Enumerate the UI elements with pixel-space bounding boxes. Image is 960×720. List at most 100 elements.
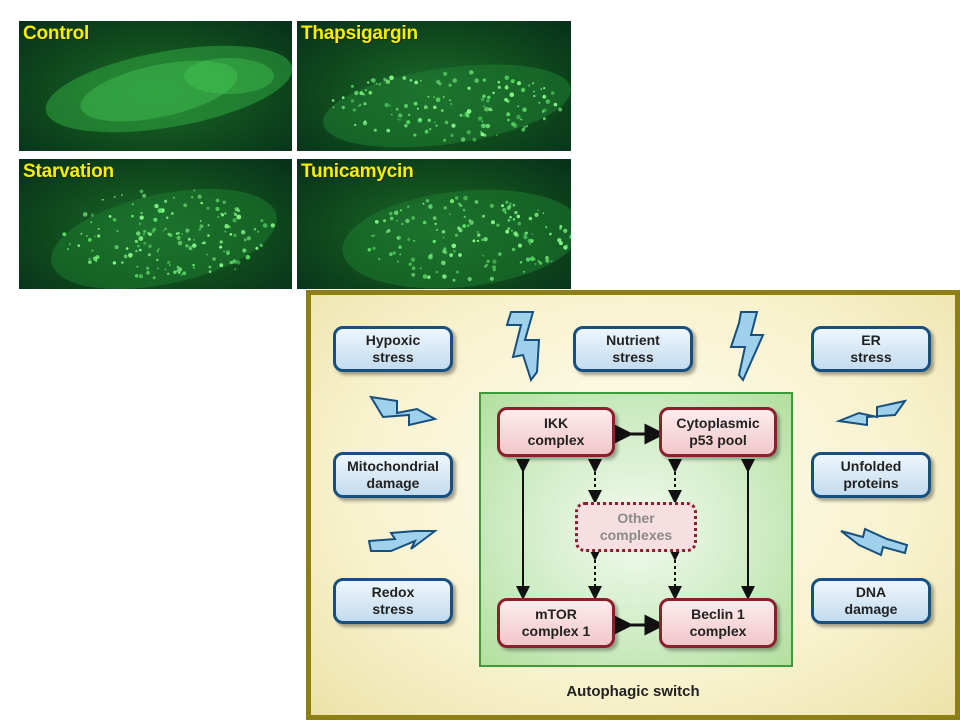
fluorescent-puncta xyxy=(477,116,483,121)
fluorescent-puncta xyxy=(108,215,112,218)
fluorescent-puncta xyxy=(469,70,474,75)
fluorescent-puncta xyxy=(491,109,493,111)
fluorescent-puncta xyxy=(177,271,181,274)
fluorescent-puncta xyxy=(243,238,247,242)
fluorescent-puncta xyxy=(371,234,374,237)
fluorescent-puncta xyxy=(62,232,67,237)
fluorescent-puncta xyxy=(491,220,495,225)
fluorescent-puncta xyxy=(341,105,345,110)
fluorescent-puncta xyxy=(413,239,416,242)
fluorescent-puncta xyxy=(136,265,139,268)
fluorescent-puncta xyxy=(181,233,183,235)
fluorescent-puncta xyxy=(192,263,195,267)
fluorescent-puncta xyxy=(156,258,159,262)
fluorescent-puncta xyxy=(131,203,134,206)
lightning-bolt-icon xyxy=(840,527,909,557)
fluorescent-puncta xyxy=(416,107,419,110)
panel-label-starvation: Starvation xyxy=(23,161,114,182)
fluorescent-puncta xyxy=(463,215,466,218)
fluorescent-puncta xyxy=(565,244,568,247)
fluorescent-puncta xyxy=(483,105,485,108)
fluorescent-puncta xyxy=(425,199,430,203)
fluorescent-puncta xyxy=(514,210,518,215)
fluorescent-puncta xyxy=(373,234,376,237)
fluorescent-puncta xyxy=(177,240,183,246)
fluorescent-puncta xyxy=(378,258,381,261)
fluorescent-puncta xyxy=(441,260,446,266)
fluorescent-puncta xyxy=(411,273,416,277)
fluorescent-puncta xyxy=(509,202,512,205)
fluorescent-puncta xyxy=(332,106,335,109)
fluorescent-puncta xyxy=(363,102,367,106)
fluorescent-puncta xyxy=(422,220,427,225)
fluorescent-puncta xyxy=(125,247,129,250)
fluorescent-puncta xyxy=(206,253,208,256)
fluorescent-puncta xyxy=(148,232,152,236)
fluorescent-puncta xyxy=(427,118,431,123)
fluorescent-puncta xyxy=(116,230,119,233)
fluorescent-puncta xyxy=(529,256,535,262)
fluorescent-puncta xyxy=(428,276,430,279)
fluorescent-puncta xyxy=(90,213,94,217)
fluorescent-puncta xyxy=(378,82,382,86)
fluorescent-puncta xyxy=(448,83,452,87)
fluorescent-puncta xyxy=(142,193,147,198)
fluorescent-puncta xyxy=(442,236,445,239)
fluorescent-puncta xyxy=(399,209,403,212)
fluorescent-puncta xyxy=(143,229,147,233)
fluorescent-puncta xyxy=(68,243,71,246)
fluorescent-puncta xyxy=(482,78,487,82)
fluorescent-puncta xyxy=(185,228,190,233)
fluorescent-puncta xyxy=(399,119,401,121)
fluorescent-puncta xyxy=(452,78,458,83)
fluorescent-puncta xyxy=(409,79,413,82)
fluorescent-puncta xyxy=(455,270,459,274)
fluorescent-puncta xyxy=(435,270,439,274)
fluorescent-puncta xyxy=(527,84,531,87)
fluorescent-puncta xyxy=(90,221,93,224)
fluorescent-puncta xyxy=(519,261,523,264)
lightning-bolts-layer xyxy=(367,311,909,557)
fluorescent-puncta xyxy=(219,240,223,244)
control-cell-image xyxy=(45,45,292,133)
fluorescent-puncta xyxy=(362,121,368,126)
fluorescent-puncta xyxy=(443,138,447,142)
fluorescent-puncta xyxy=(232,259,237,264)
fluorescent-puncta xyxy=(525,257,531,262)
fluorescent-puncta xyxy=(260,219,264,223)
fluorescent-puncta xyxy=(427,95,430,98)
lightning-bolt-icon xyxy=(367,530,438,552)
fluorescent-puncta xyxy=(480,97,485,102)
fluorescent-puncta xyxy=(176,235,181,240)
panel-label-tunicamycin: Tunicamycin xyxy=(301,161,414,182)
fluorescent-puncta xyxy=(207,224,210,227)
fluorescent-puncta xyxy=(513,231,518,236)
fluorescent-puncta xyxy=(404,104,408,108)
fluorescent-puncta xyxy=(422,274,428,279)
fluorescent-puncta xyxy=(452,249,456,253)
fluorescent-puncta xyxy=(528,216,533,221)
fluorescent-puncta xyxy=(208,265,212,269)
fluorescent-puncta xyxy=(433,105,437,110)
micrograph-tunicamycin: Tunicamycin xyxy=(297,159,571,289)
fluorescent-puncta xyxy=(253,228,257,231)
fluorescent-puncta xyxy=(134,274,139,278)
fluorescent-puncta xyxy=(164,199,168,203)
fluorescent-puncta xyxy=(505,200,509,204)
fluorescent-puncta xyxy=(134,239,139,244)
fluorescent-puncta xyxy=(545,256,549,260)
fluorescent-puncta xyxy=(502,207,507,213)
fluorescent-puncta xyxy=(365,89,367,91)
fluorescent-puncta xyxy=(474,200,479,204)
fluorescent-puncta xyxy=(187,237,191,241)
fluorescent-puncta xyxy=(531,233,534,235)
fluorescent-puncta xyxy=(433,96,436,99)
fluorescent-puncta xyxy=(154,203,159,209)
fluorescent-puncta xyxy=(223,250,226,253)
fluorescent-puncta xyxy=(138,236,144,241)
fluorescent-puncta xyxy=(224,230,227,233)
fluorescent-puncta xyxy=(215,198,220,203)
fluorescent-puncta xyxy=(389,211,393,216)
fluorescent-puncta xyxy=(367,248,372,252)
fluorescent-puncta xyxy=(423,105,428,110)
